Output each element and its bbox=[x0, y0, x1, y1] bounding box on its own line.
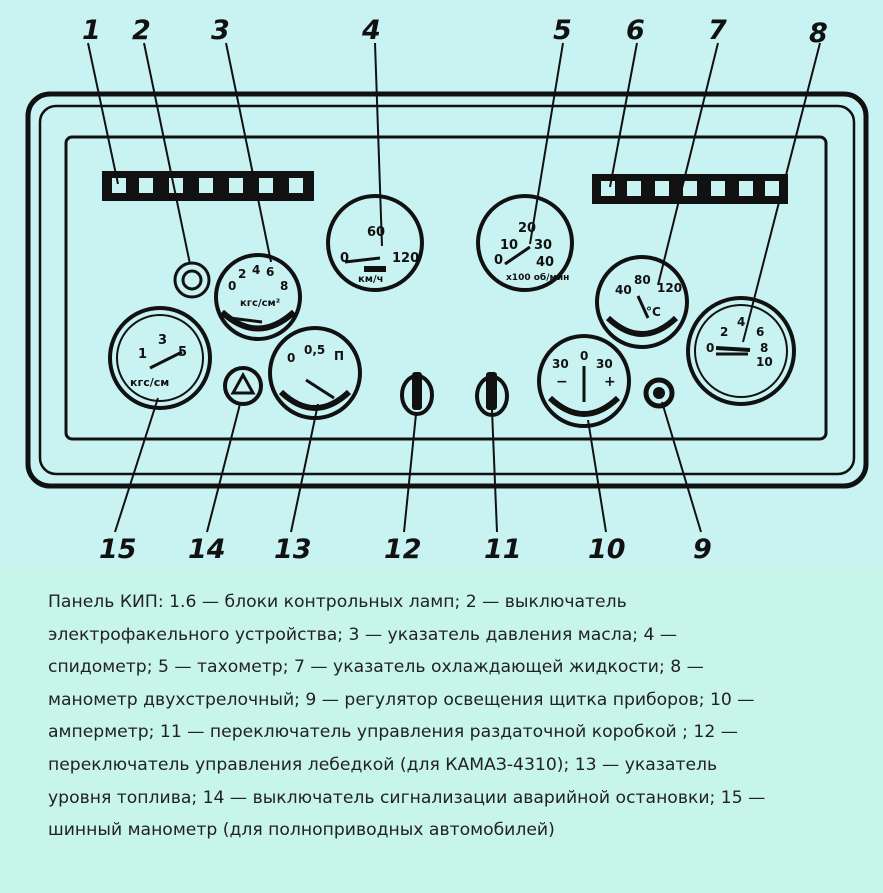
callout-13: 13 bbox=[274, 534, 312, 565]
svg-text:30: 30 bbox=[534, 238, 552, 253]
callout-2: 2 bbox=[132, 15, 151, 46]
transfer-case-switch bbox=[475, 372, 509, 417]
svg-text:6: 6 bbox=[756, 325, 764, 339]
lamp-block-left bbox=[102, 171, 314, 201]
tachometer: 20 10 30 0 40 x100 об/мин bbox=[476, 194, 574, 292]
callout-8: 8 bbox=[809, 18, 828, 49]
svg-text:40: 40 bbox=[536, 255, 554, 270]
callout-4: 4 bbox=[361, 15, 381, 46]
hazard-switch bbox=[223, 366, 263, 406]
callout-9: 9 bbox=[693, 534, 712, 565]
tire-pressure-gauge: 1 3 5 кгс/см bbox=[108, 306, 212, 410]
two-needle-manometer: 2 4 6 8 10 0 bbox=[686, 296, 796, 406]
svg-text:−: − bbox=[556, 374, 568, 390]
figure-caption: Панель КИП: 1.6 — блоки контрольных ламп… bbox=[48, 592, 766, 841]
ammeter: 30 0 30 − + bbox=[537, 334, 631, 428]
leader-lines bbox=[87, 42, 821, 533]
panel-light-regulator bbox=[643, 377, 675, 409]
fuel-gauge: 0 0,5 П bbox=[268, 326, 362, 420]
panel-outer-frame bbox=[25, 91, 869, 489]
caption-area bbox=[0, 565, 883, 893]
svg-text:120: 120 bbox=[392, 251, 419, 266]
svg-text:0: 0 bbox=[494, 253, 503, 268]
callout-12: 12 bbox=[384, 534, 422, 565]
svg-text:3: 3 bbox=[158, 333, 167, 348]
callout-6: 6 bbox=[626, 15, 645, 46]
callout-14: 14 bbox=[188, 534, 226, 565]
callout-3: 3 bbox=[211, 15, 230, 46]
svg-text:8: 8 bbox=[760, 341, 768, 355]
svg-text:2: 2 bbox=[720, 325, 728, 339]
svg-text:кгс/см: кгс/см bbox=[130, 376, 169, 389]
svg-text:км/ч: км/ч bbox=[358, 274, 383, 285]
svg-text:4: 4 bbox=[737, 315, 745, 329]
svg-text:0: 0 bbox=[228, 279, 236, 293]
svg-text:30: 30 bbox=[596, 357, 613, 371]
svg-text:+: + bbox=[604, 374, 616, 390]
glow-switch bbox=[173, 261, 211, 299]
svg-text:П: П bbox=[334, 349, 344, 363]
svg-text:80: 80 bbox=[634, 273, 651, 287]
winch-switch bbox=[400, 372, 434, 416]
oil-pressure-gauge: 0 2 4 6 8 кгс/см² bbox=[214, 253, 302, 341]
callout-5: 5 bbox=[553, 15, 572, 46]
svg-text:10: 10 bbox=[756, 355, 773, 369]
svg-text:10: 10 bbox=[500, 238, 518, 253]
svg-text:0: 0 bbox=[287, 351, 295, 365]
panel-inner-frame bbox=[38, 104, 856, 476]
svg-text:1: 1 bbox=[138, 347, 147, 362]
svg-text:0: 0 bbox=[340, 251, 349, 266]
coolant-temp-gauge: 40 80 120 °C bbox=[595, 255, 689, 349]
svg-text:2: 2 bbox=[238, 267, 246, 281]
callout-numbers: 1 2 3 4 5 6 7 8 9 10 11 12 13 14 15 bbox=[82, 15, 828, 565]
svg-text:40: 40 bbox=[615, 283, 632, 297]
svg-text:0: 0 bbox=[580, 349, 588, 363]
instrument-panel-figure: 0 2 4 6 8 кгс/см² 60 0 120 км/ч 20 10 30… bbox=[25, 15, 869, 565]
callout-15: 15 bbox=[99, 534, 137, 565]
svg-text:0,5: 0,5 bbox=[304, 343, 325, 357]
callout-7: 7 bbox=[708, 15, 727, 46]
callout-10: 10 bbox=[588, 534, 626, 565]
svg-text:0: 0 bbox=[706, 341, 714, 355]
svg-text:4: 4 bbox=[252, 263, 260, 277]
svg-text:8: 8 bbox=[280, 279, 288, 293]
callout-1: 1 bbox=[82, 15, 101, 46]
lamp-block-right bbox=[592, 174, 788, 204]
svg-text:x100 об/мин: x100 об/мин bbox=[506, 272, 569, 283]
svg-text:5: 5 bbox=[178, 345, 187, 360]
svg-text:120: 120 bbox=[657, 281, 682, 295]
callout-11: 11 bbox=[484, 534, 522, 565]
svg-text:кгс/см²: кгс/см² bbox=[240, 298, 280, 309]
svg-text:6: 6 bbox=[266, 265, 274, 279]
svg-text:°C: °C bbox=[646, 305, 661, 319]
speedometer: 60 0 120 км/ч bbox=[326, 194, 424, 292]
panel-face bbox=[64, 135, 828, 441]
svg-text:30: 30 bbox=[552, 357, 569, 371]
